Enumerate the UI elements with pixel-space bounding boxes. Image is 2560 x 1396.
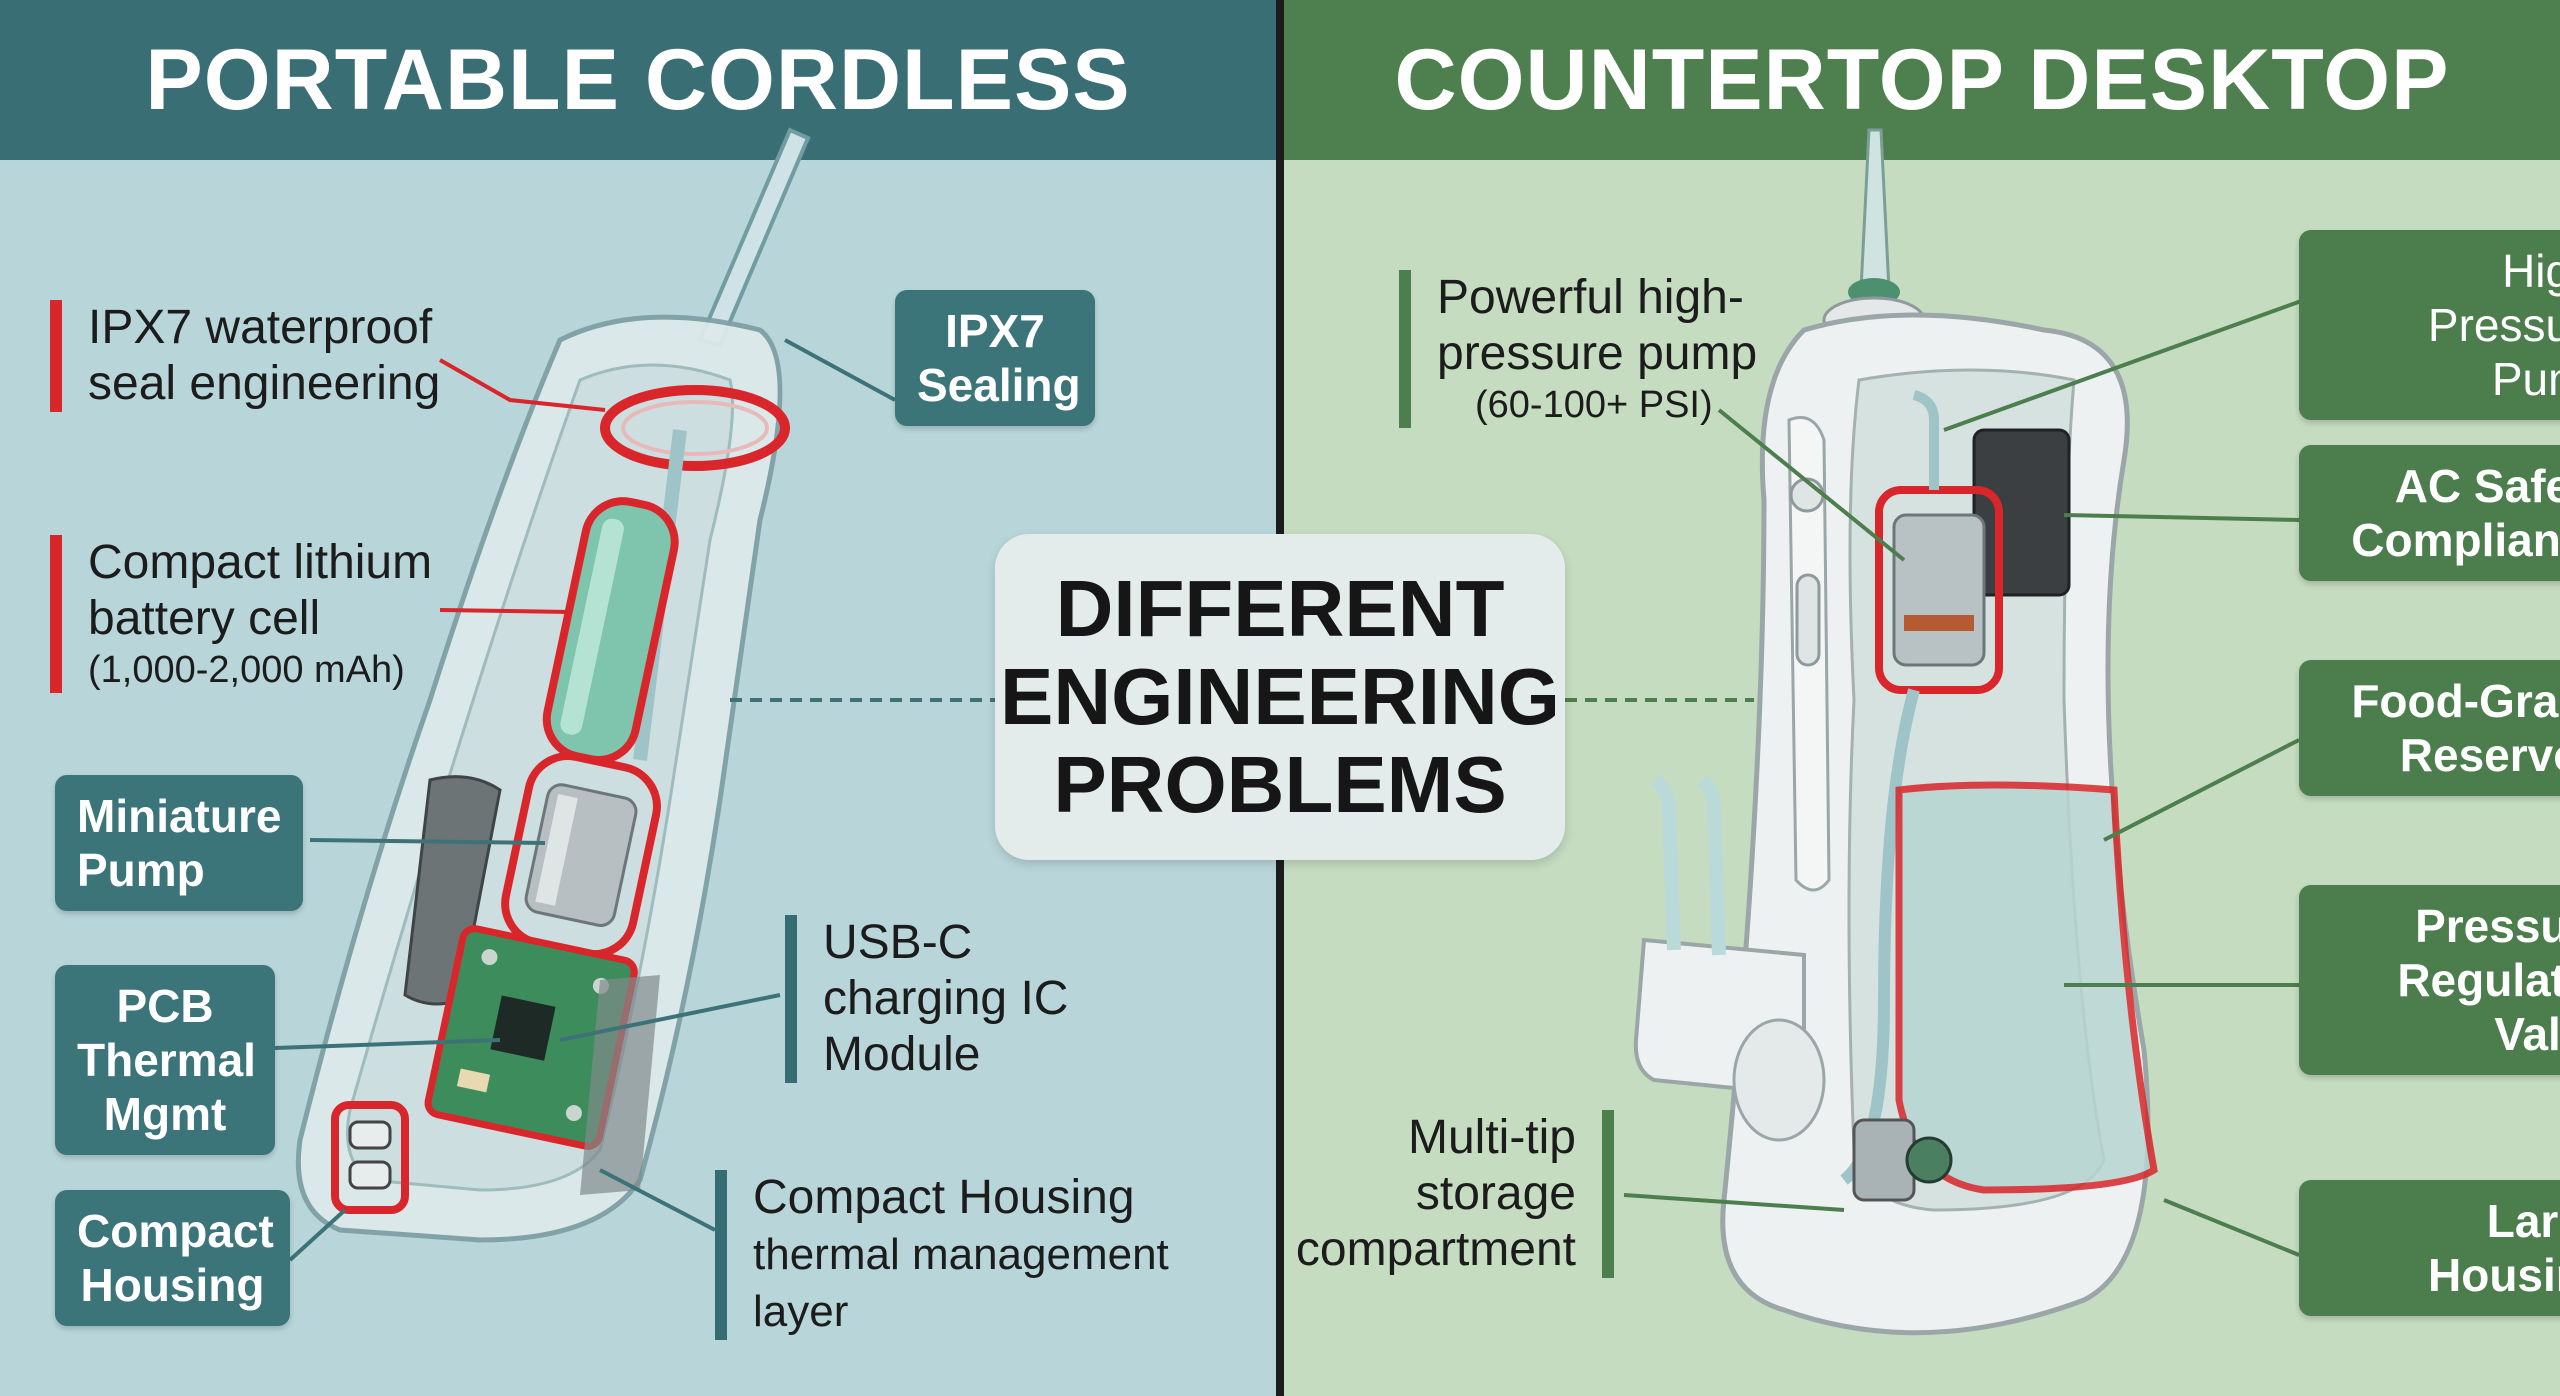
- ac-safety-box: AC Safety Compliance: [2299, 445, 2560, 581]
- battery-label-line2: battery cell: [88, 592, 321, 645]
- pressure-valve-box: Pressure Regulator Valve: [2299, 885, 2560, 1075]
- seal-engineering-label: IPX7 waterproof seal engineering: [50, 300, 440, 412]
- usbc-label-line2: charging IC: [823, 972, 1069, 1025]
- food-grade-box: Food-Grade Reservoir: [2299, 660, 2560, 796]
- high-pressure-pump: [1875, 486, 2003, 694]
- pcb-box-line3: Mgmt: [103, 1088, 227, 1140]
- pcb-thermal-box: PCB Thermal Mgmt: [55, 965, 275, 1155]
- housing-label-line1: Compact Housing: [753, 1171, 1135, 1224]
- large-box-line1: Large: [2486, 1195, 2560, 1247]
- tip-label-line1: Multi-tip: [1407, 1111, 1576, 1164]
- sealing-box-line1: IPX7: [945, 305, 1045, 357]
- portable-cordless-panel: PORTABLE CORDLESS: [0, 0, 1276, 1396]
- pump-label-line1: Powerful high-: [1437, 271, 1744, 324]
- multi-tip-label: Multi-tip storage compartment: [1284, 1110, 1614, 1278]
- compact-box-line1: Compact: [77, 1205, 274, 1257]
- compact-housing-box: Compact Housing: [55, 1190, 290, 1326]
- powerful-pump-label: Powerful high- pressure pump (60-100+ PS…: [1399, 270, 1757, 428]
- pressure-valve: [1852, 1118, 1953, 1202]
- seal-ring: [600, 385, 790, 471]
- valve-box-line1: Pressure: [2415, 900, 2560, 952]
- usb-c-label: USB-C charging IC Module: [785, 915, 1068, 1083]
- food-box-line1: Food-Grade: [2351, 675, 2560, 727]
- large-box-line2: Housing: [2428, 1249, 2560, 1301]
- hp-box-line1: High-Pressure: [2427, 245, 2560, 351]
- food-box-line2: Reservoir: [2399, 729, 2560, 781]
- seal-label-line1: IPX7 waterproof: [88, 301, 433, 354]
- ipx7-sealing-box: IPX7 Sealing: [895, 290, 1095, 426]
- ac-box-line2: Compliance: [2351, 514, 2560, 566]
- battery-capacity: (1,000-2,000 mAh): [88, 649, 405, 691]
- callout-line2: ENGINEERING: [999, 652, 1561, 741]
- pump-label-line2: pressure pump: [1437, 327, 1758, 380]
- left-panel-title: PORTABLE CORDLESS: [0, 0, 1276, 160]
- pump-box-line2: Pump: [77, 844, 205, 896]
- tip-label-line2: storage: [1415, 1167, 1576, 1220]
- seal-label-line2: seal engineering: [88, 357, 441, 410]
- right-panel-title: COUNTERTOP DESKTOP: [1284, 0, 2560, 160]
- ac-adapter: [1972, 428, 2071, 597]
- tip-label-line3: compartment: [1295, 1223, 1576, 1276]
- different-engineering-problems-callout: DIFFERENT ENGINEERING PROBLEMS: [995, 534, 1565, 860]
- callout-line3: PROBLEMS: [1053, 740, 1507, 829]
- compact-box-line2: Housing: [80, 1259, 265, 1311]
- pcb-box-line1: PCB: [116, 980, 214, 1032]
- usb-c-port: [331, 1101, 409, 1214]
- reservoir: [1895, 781, 2158, 1194]
- pump-psi: (60-100+ PSI): [1475, 384, 1713, 426]
- housing-label-line2: thermal management layer: [753, 1230, 1169, 1336]
- battery-cell: [542, 497, 679, 765]
- high-pressure-pump-box: High-Pressure Pump: [2299, 230, 2560, 420]
- miniature-pump-box: Miniature Pump: [55, 775, 304, 911]
- cordless-nozzle: [697, 127, 811, 348]
- cordless-flosser-illustration: [274, 127, 995, 1262]
- compact-housing-label: Compact Housing thermal management layer: [715, 1170, 1276, 1340]
- battery-label: Compact lithium battery cell (1,000-2,00…: [50, 535, 432, 693]
- usbc-label-line3: Module: [823, 1028, 981, 1081]
- valve-box-line3: Valve: [2494, 1008, 2560, 1060]
- ac-box-line1: AC Safety: [2394, 460, 2560, 512]
- countertop-flosser-illustration: [1565, 128, 2305, 1336]
- hp-box-line2: Pump: [2491, 353, 2560, 405]
- pump-box-line1: Miniature: [77, 790, 282, 842]
- sealing-box-line2: Sealing: [917, 359, 1081, 411]
- valve-box-line2: Regulator: [2397, 954, 2560, 1006]
- usbc-label-line1: USB-C: [823, 916, 973, 969]
- pcb-box-line2: Thermal: [77, 1034, 256, 1086]
- callout-line1: DIFFERENT: [1055, 564, 1505, 653]
- countertop-desktop-panel: COUNTERTOP DESKTOP: [1284, 0, 2560, 1396]
- large-housing-box: Large Housing: [2299, 1180, 2560, 1316]
- battery-label-line1: Compact lithium: [88, 536, 433, 589]
